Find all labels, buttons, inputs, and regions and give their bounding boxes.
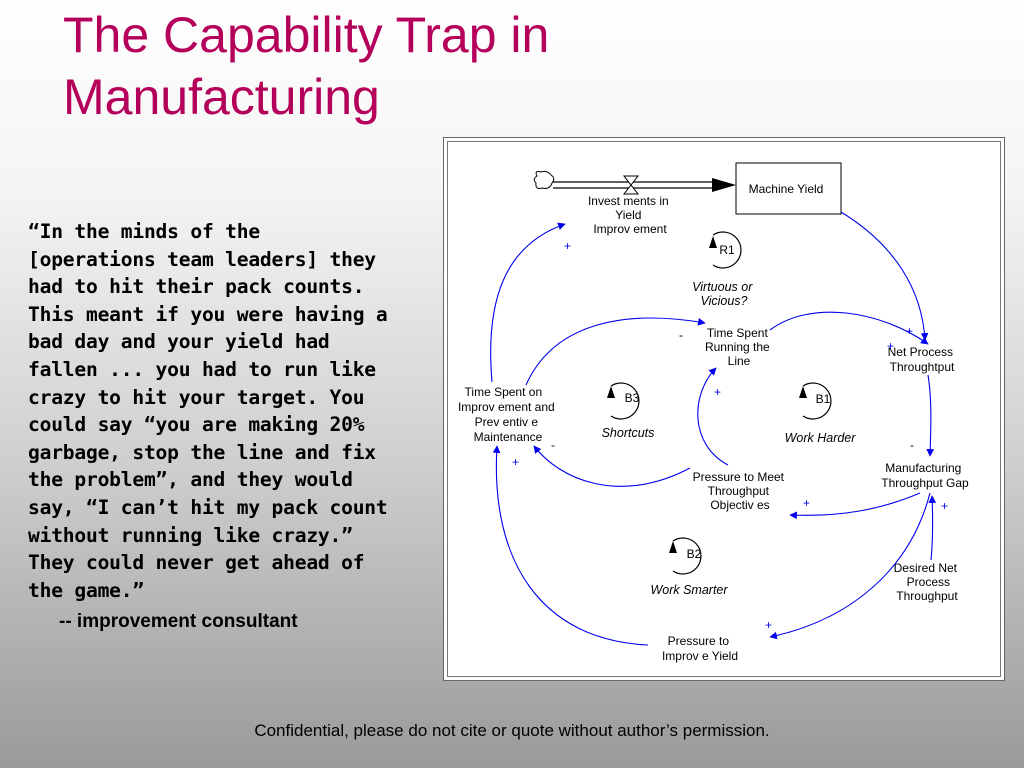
net-throughput-label: Net Process Throughtput: [888, 345, 957, 374]
svg-text:-: -: [679, 328, 683, 342]
consultant-quote: “In the minds of the [operations team le…: [28, 220, 388, 602]
title-line-2: Manufacturing: [63, 69, 380, 125]
loop-b1: B1: [799, 382, 832, 420]
loop-b3: B3: [607, 382, 640, 420]
loop-b2: B2: [669, 537, 702, 575]
link-gap-to-pressure-throughput: [789, 492, 921, 520]
svg-text:+: +: [564, 239, 571, 253]
svg-text:+: +: [512, 455, 519, 469]
loop-arrow-icon: [607, 386, 615, 398]
link-yield-to-net: [840, 211, 929, 341]
loop-b2-name: Work Smarter: [650, 583, 728, 597]
machine-yield-label: Machine Yield: [749, 182, 824, 196]
link-net-to-gap: [926, 374, 935, 457]
loop-b3-name: Shortcuts: [602, 426, 655, 440]
link-improvement-to-investments: [490, 222, 566, 383]
svg-text:+: +: [941, 499, 948, 513]
pressure-yield-label: Pressure to Improv e Yield: [662, 634, 738, 663]
svg-text:+: +: [714, 385, 721, 399]
link-improvement-to-running: [525, 317, 706, 386]
title-line-1: The Capability Trap in: [63, 7, 550, 63]
loop-arrow-icon: [799, 386, 807, 398]
manufacturing-gap-label: Manufacturing Throughput Gap: [881, 461, 969, 490]
slide-title: The Capability Trap in Manufacturing: [63, 4, 663, 128]
svg-text:+: +: [765, 618, 772, 632]
svg-text:B3: B3: [625, 391, 640, 405]
link-pressure-to-improvement: [533, 445, 691, 487]
loop-r1: R1: [709, 231, 742, 269]
causal-loop-diagram-frame: [443, 137, 1005, 681]
loop-arrow-icon: [709, 236, 717, 248]
svg-text:R1: R1: [719, 243, 735, 257]
loop-b1-name: Work Harder: [785, 431, 857, 445]
pressure-throughput-label: Pressure to Meet Throughput Objectiv es: [693, 470, 788, 512]
time-improvement-label: Time Spent on Improv ement and Prev enti…: [458, 385, 558, 444]
link-pressure-to-running: [697, 367, 729, 466]
svg-text:+: +: [887, 339, 894, 353]
quote-attribution: -- improvement consultant: [59, 611, 298, 632]
svg-text:B1: B1: [816, 392, 831, 406]
svg-text:-: -: [551, 438, 555, 452]
link-gap-to-pressure-yield: [769, 492, 931, 640]
flow-pipe: [533, 170, 736, 195]
svg-text:+: +: [803, 496, 810, 510]
svg-text:-: -: [910, 438, 914, 452]
svg-text:+: +: [906, 324, 913, 338]
link-running-to-net: [769, 311, 929, 345]
investments-label: Invest ments in Yield Improv ement: [588, 194, 672, 236]
machine-yield-stock: [735, 162, 842, 215]
cloud-source-icon: [533, 170, 555, 189]
loop-arrow-icon: [669, 541, 677, 553]
loop-r1-name: Virtuous or Vicious?: [692, 280, 756, 308]
valve-icon: [622, 175, 640, 195]
link-desired-to-gap: [928, 495, 937, 561]
confidentiality-footer: Confidential, please do not cite or quot…: [254, 721, 770, 740]
link-pressure-yield-to-improvement: [492, 445, 649, 646]
desired-net-label: Desired Net Process Throughput: [894, 561, 961, 603]
polarity-marks: + - + + - + - + + + +: [512, 239, 948, 632]
svg-text:B2: B2: [687, 547, 702, 561]
time-running-label: Time Spent Running the Line: [705, 326, 773, 368]
